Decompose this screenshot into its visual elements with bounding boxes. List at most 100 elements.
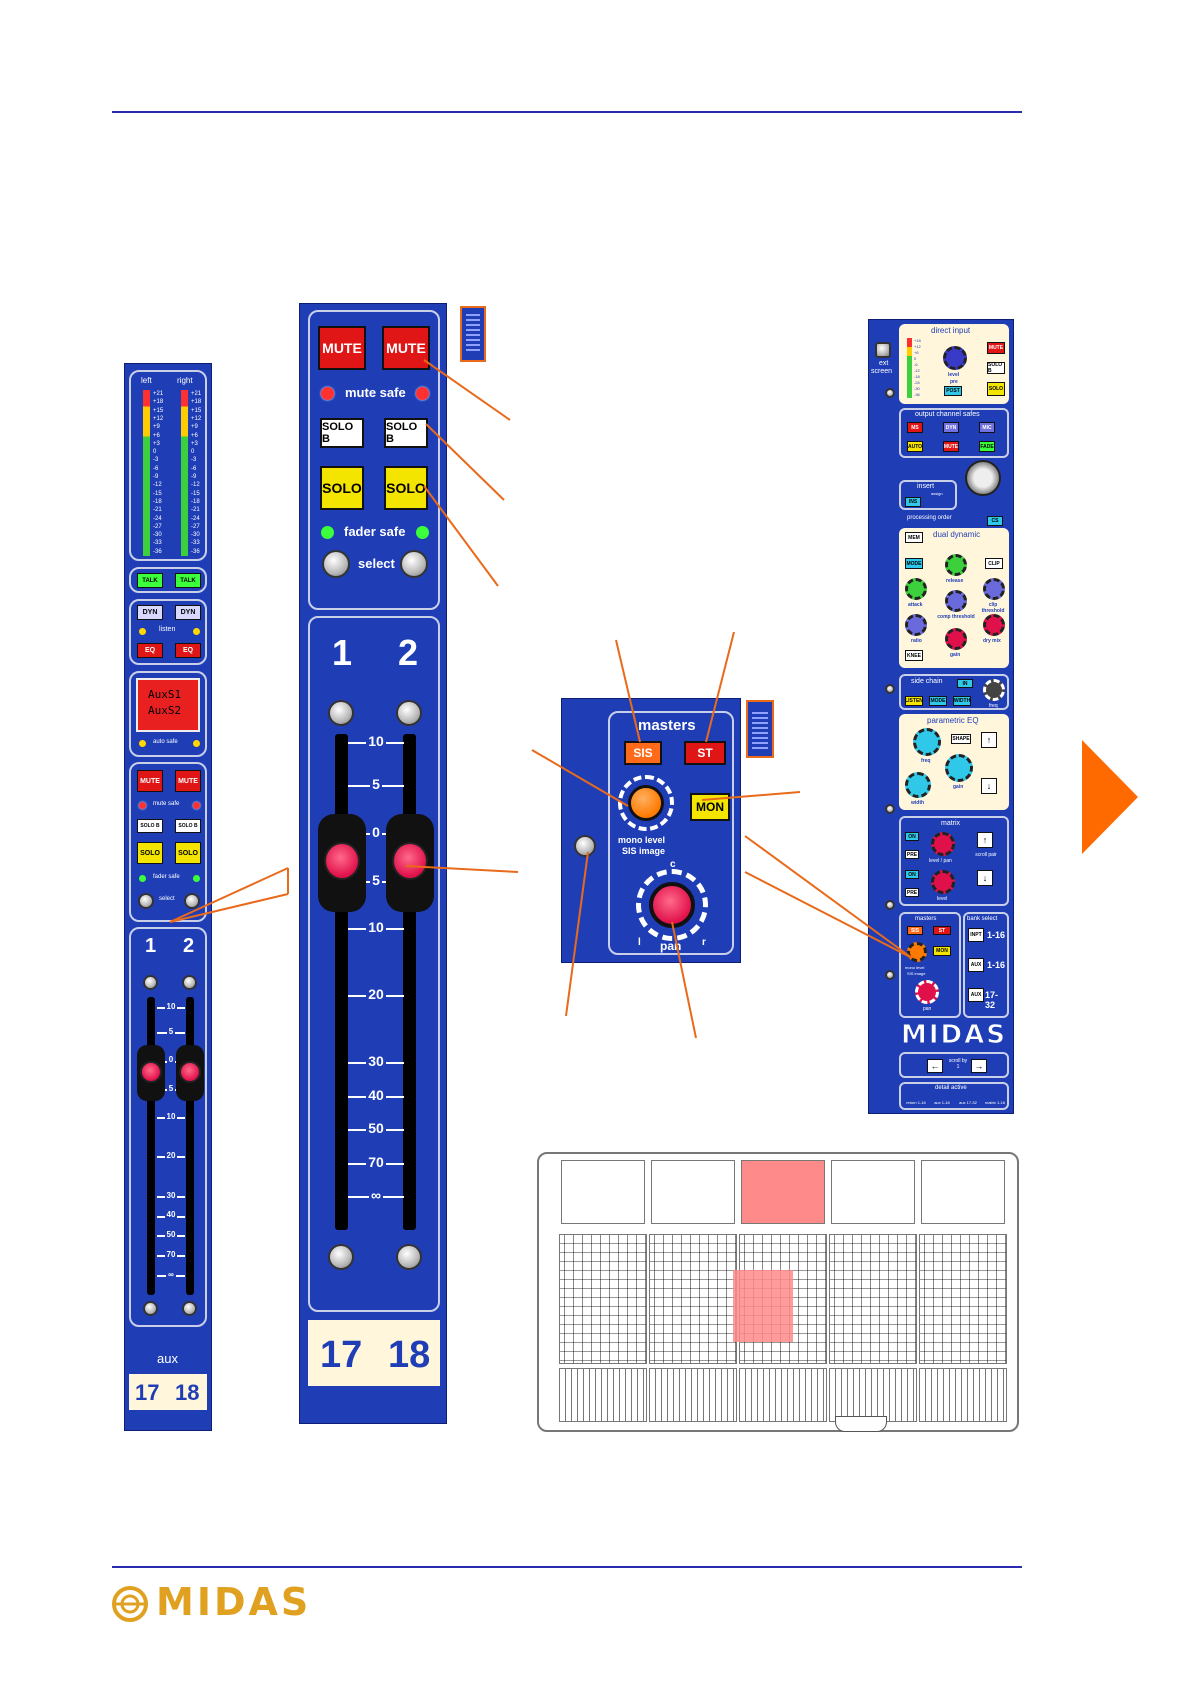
attack-knob[interactable]: [905, 578, 927, 600]
large-fader-top-button-1[interactable]: [328, 700, 354, 726]
fader-bottom-button-2[interactable]: [182, 1301, 197, 1316]
fader-top-button-1[interactable]: [143, 975, 158, 990]
large-mute-button-2[interactable]: MUTE: [382, 326, 430, 370]
large-fader-cap-1[interactable]: [318, 814, 366, 912]
large-mute-button-1[interactable]: MUTE: [318, 326, 366, 370]
eq-button-1[interactable]: EQ: [137, 643, 163, 658]
solo-button-1[interactable]: SOLO: [137, 842, 163, 864]
peq-freq-knob[interactable]: [913, 728, 941, 756]
select-button-1[interactable]: [138, 893, 154, 909]
matrix-on-button-2[interactable]: ON: [905, 870, 919, 879]
insert-button[interactable]: INS: [905, 497, 921, 507]
dyn-button-1[interactable]: DYN: [137, 605, 163, 620]
large-solob-button-2[interactable]: SOLO B: [384, 418, 428, 448]
solo-button-2[interactable]: SOLO: [175, 842, 201, 864]
mini-mon-button[interactable]: MON: [933, 946, 951, 956]
matrix-pre-button-2[interactable]: PRE: [905, 888, 919, 897]
ext-screen-button[interactable]: [875, 342, 891, 358]
solob-button-1[interactable]: SOLO B: [137, 819, 163, 833]
fader-cap-2[interactable]: [176, 1045, 204, 1101]
bank-aux1-button[interactable]: AUX: [968, 958, 984, 972]
mini-st-button[interactable]: ST: [933, 926, 951, 935]
scroll-right-button[interactable]: →: [971, 1059, 987, 1073]
talk-button-2[interactable]: TALK: [175, 573, 201, 588]
di-solob-button[interactable]: SOLO B: [987, 362, 1005, 374]
di-solo-button[interactable]: SOLO: [987, 382, 1005, 396]
pan-knob[interactable]: [636, 869, 708, 941]
comp-threshold-knob[interactable]: [945, 590, 967, 612]
mute-button-1[interactable]: MUTE: [137, 770, 163, 792]
safe-mic-button[interactable]: MIC: [979, 422, 995, 433]
large-fader-bottom-button-2[interactable]: [396, 1244, 422, 1270]
bank-aux2-button[interactable]: AUX: [968, 988, 984, 1002]
fader-bottom-button-1[interactable]: [143, 1301, 158, 1316]
di-post-button[interactable]: POST: [944, 386, 962, 396]
peq-band-down-button[interactable]: ↓: [981, 778, 997, 794]
large-select-button-2[interactable]: [400, 550, 428, 578]
clip-threshold-knob[interactable]: [983, 578, 1005, 600]
mono-level-knob[interactable]: [618, 775, 674, 831]
safe-auto-button[interactable]: AUTO: [907, 441, 923, 452]
safe-fade-button[interactable]: FADE: [979, 441, 995, 452]
dyn-mem-button[interactable]: MEM: [905, 532, 923, 543]
matrix-level-knob[interactable]: [931, 870, 955, 894]
processing-button[interactable]: CS: [987, 516, 1003, 526]
gain-knob[interactable]: [945, 628, 967, 650]
mini-pan-knob[interactable]: [915, 980, 939, 1004]
safe-mute-button[interactable]: MUTE: [943, 441, 959, 452]
peq-band-up-button[interactable]: ↑: [981, 732, 997, 748]
large-select-button-1[interactable]: [322, 550, 350, 578]
side-button-1[interactable]: [885, 388, 895, 398]
side-button-3[interactable]: [885, 804, 895, 814]
dyn-knee-button[interactable]: KNEE: [905, 650, 923, 661]
scroll-left-button[interactable]: ←: [927, 1059, 943, 1073]
di-mute-button[interactable]: MUTE: [987, 342, 1005, 354]
side-button-4[interactable]: [885, 900, 895, 910]
masters-st-button[interactable]: ST: [684, 741, 726, 765]
peq-shape-button[interactable]: SHAPE: [951, 734, 971, 744]
large-fader-bottom-button-1[interactable]: [328, 1244, 354, 1270]
select-button-2[interactable]: [184, 893, 200, 909]
side-chain-mode-button[interactable]: MODE: [929, 696, 947, 706]
di-level-knob[interactable]: [943, 346, 967, 370]
masters-side-button[interactable]: [574, 835, 596, 857]
mute-button-2[interactable]: MUTE: [175, 770, 201, 792]
masters-sis-button[interactable]: SIS: [624, 741, 662, 765]
safe-dyn-button[interactable]: DYN: [943, 422, 959, 433]
dyn-clip-button[interactable]: CLIP: [985, 558, 1003, 569]
solob-button-2[interactable]: SOLO B: [175, 819, 201, 833]
talk-button-1[interactable]: TALK: [137, 573, 163, 588]
small-fader-scale-label-3: 5: [166, 1083, 176, 1093]
peq-width-knob[interactable]: [905, 772, 931, 798]
dyn-button-2[interactable]: DYN: [175, 605, 201, 620]
peq-gain-knob[interactable]: [945, 754, 973, 782]
matrix-scroll-up-button[interactable]: ↑: [977, 832, 993, 848]
large-fader-cap-2[interactable]: [386, 814, 434, 912]
masters-mon-button[interactable]: MON: [690, 793, 730, 821]
side-chain-freq-knob[interactable]: [983, 679, 1005, 701]
matrix-pre-button-1[interactable]: PRE: [905, 850, 919, 859]
matrix-level-pan-knob[interactable]: [931, 832, 955, 856]
dyn-mode-button[interactable]: MODE: [905, 558, 923, 569]
matrix-on-button-1[interactable]: ON: [905, 832, 919, 841]
side-chain-listen-button[interactable]: LISTEN: [905, 696, 923, 706]
small-fader-scale-label-8: 50: [164, 1230, 178, 1240]
side-chain-on-button[interactable]: IN: [957, 679, 973, 688]
fader-cap-1[interactable]: [137, 1045, 165, 1101]
side-button-2[interactable]: [885, 684, 895, 694]
dry-mix-knob[interactable]: [983, 614, 1005, 636]
ratio-knob[interactable]: [905, 614, 927, 636]
large-solob-button-1[interactable]: SOLO B: [320, 418, 364, 448]
mini-sis-button[interactable]: SIS: [907, 926, 923, 935]
safe-ms-button[interactable]: MS: [907, 422, 923, 433]
matrix-scroll-down-button[interactable]: ↓: [977, 870, 993, 886]
large-solo-button-1[interactable]: SOLO: [320, 466, 364, 510]
large-fader-top-button-2[interactable]: [396, 700, 422, 726]
large-solo-button-2[interactable]: SOLO: [384, 466, 428, 510]
side-chain-width-button[interactable]: WIDTH: [953, 696, 971, 706]
side-button-5[interactable]: [885, 970, 895, 980]
eq-button-2[interactable]: EQ: [175, 643, 201, 658]
bank-input-button[interactable]: INPT: [968, 928, 984, 942]
fader-top-button-2[interactable]: [182, 975, 197, 990]
release-knob[interactable]: [945, 554, 967, 576]
